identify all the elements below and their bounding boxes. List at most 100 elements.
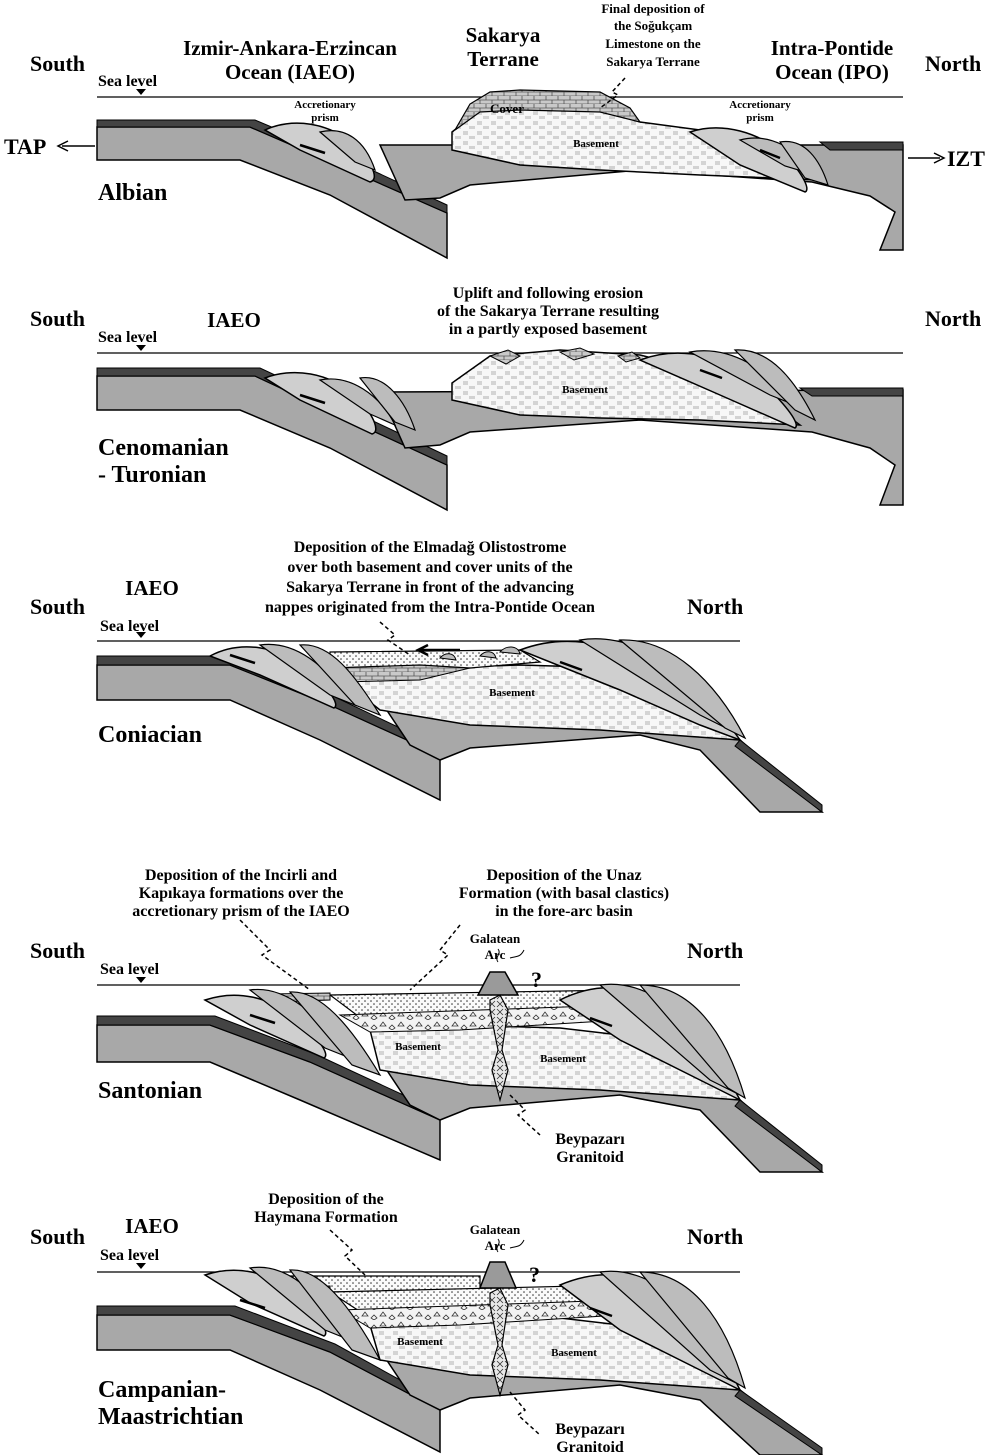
note-line2: over both basement and cover units of th… <box>287 559 572 576</box>
prism-wedge <box>638 984 747 1100</box>
age-label: Albian <box>98 180 167 206</box>
south-label: South <box>30 1224 85 1249</box>
granitoid-line1: Beypazarı <box>555 1131 625 1148</box>
thrust-arrow-icon <box>589 1306 613 1318</box>
prism-wedge <box>618 639 747 740</box>
prism-right-line2: prism <box>746 112 774 124</box>
thrust-arrow-icon <box>759 148 781 160</box>
izt-label: IZT <box>947 146 985 171</box>
note-left-pointer-icon <box>239 919 311 991</box>
sea-level-label: Sea level <box>98 329 158 346</box>
north-label: North <box>687 938 743 963</box>
prism-wedge <box>298 644 382 717</box>
note-line4: Sakarya Terrane <box>606 54 700 69</box>
panel-coniacian: South North Sea level IAEO Deposition of… <box>30 539 824 814</box>
prism-wedge <box>733 349 817 422</box>
eroded-cover-remnant <box>488 347 642 365</box>
age-line2: - Turonian <box>98 462 206 488</box>
ocean-right-line2: Ocean (IPO) <box>775 60 889 84</box>
sea-level-label: Sea level <box>98 73 158 90</box>
note-line2: of the Sakarya Terrane resulting <box>437 303 659 320</box>
basement-left-label: Basement <box>395 1041 441 1053</box>
north-label: North <box>687 1224 743 1249</box>
tap-arrow-icon <box>56 140 95 152</box>
basement-label: Basement <box>489 687 535 699</box>
basement-label: Basement <box>562 384 608 396</box>
prism-left-line1: Accretionary <box>294 99 356 111</box>
question-mark: ? <box>529 1262 540 1287</box>
ocean-left-line1: Izmir-Ankara-Erzincan <box>183 36 397 60</box>
panel-cenomanian-turonian: South North Sea level IAEO Uplift and fo… <box>30 285 981 512</box>
galatean-arc-volcano <box>478 1261 518 1289</box>
sea-level-marker-icon <box>136 345 146 351</box>
arc-line1: Galatean <box>470 931 521 946</box>
olistolith-blocks <box>439 646 521 661</box>
thrust-arrow-icon <box>299 143 326 155</box>
oceanic-crust-north <box>734 1099 823 1174</box>
note-right-line1: Deposition of the Unaz <box>486 867 641 884</box>
note-line4: nappes originated from the Intra-Pontide… <box>265 599 595 616</box>
sakarya-cover <box>454 89 642 131</box>
note-pointer-icon <box>599 77 626 109</box>
oceanic-crust-north <box>734 739 823 814</box>
note-line1: Deposition of the <box>268 1191 384 1208</box>
panel-albian: South North Sea level Izmir-Ankara-Erzin… <box>4 1 985 260</box>
note-left-line1: Deposition of the Incirli and <box>145 867 337 884</box>
note-pointer-icon <box>379 621 411 656</box>
north-label: North <box>925 306 981 331</box>
age-line2: Maastrichtian <box>98 1404 243 1430</box>
thrust-arrow-icon <box>699 368 723 380</box>
prism-wedge <box>358 377 416 432</box>
north-label: North <box>925 51 981 76</box>
ocean-right-line1: Intra-Pontide <box>771 36 894 60</box>
age-line1: Campanian- <box>98 1377 226 1403</box>
oceanic-crust-north <box>818 141 904 151</box>
south-label: South <box>30 306 85 331</box>
arc-pointer-icon <box>496 948 525 963</box>
sea-level-marker-icon <box>136 632 146 638</box>
note-line1: Uplift and following erosion <box>453 285 644 302</box>
galatean-arc-volcano <box>476 971 520 996</box>
ocean-left-label: IAEO <box>125 1214 179 1238</box>
prism-left-line2: prism <box>311 112 339 124</box>
arc-pointer-icon <box>496 1238 525 1253</box>
terrane-line2: Terrane <box>467 47 539 71</box>
note-pointer-icon <box>329 1229 366 1276</box>
note-line3: Limestone on the <box>605 36 701 51</box>
sea-level-marker-icon <box>136 1263 146 1269</box>
prism-wedge <box>288 1269 382 1362</box>
prism-wedge <box>318 378 397 427</box>
prism-wedge <box>318 130 376 172</box>
sea-level-label: Sea level <box>100 1247 160 1264</box>
south-label: South <box>30 594 85 619</box>
question-mark: ? <box>531 967 542 992</box>
prism-wedge <box>638 1271 746 1390</box>
granitoid-line1: Beypazarı <box>555 1421 625 1438</box>
note-line3: in a partly exposed basement <box>449 321 648 338</box>
age-label: Coniacian <box>98 722 202 748</box>
thrust-arrow-icon <box>249 1013 276 1025</box>
arc-line2: Arc <box>485 1238 506 1253</box>
sea-level-label: Sea level <box>100 961 160 978</box>
note-left-line3: accretionary prism of the IAEO <box>132 903 349 920</box>
terrane-line1: Sakarya <box>466 23 541 47</box>
south-label: South <box>30 938 85 963</box>
nappe-advance-arrow-icon <box>415 643 460 657</box>
arc-line1: Galatean <box>470 1222 521 1237</box>
prism-right-line1: Accretionary <box>729 99 791 111</box>
note-line2: the Soğukçam <box>614 18 693 33</box>
arc-line2: Arc <box>485 947 506 962</box>
granitoid-pointer-icon <box>509 1094 541 1136</box>
ocean-left-label: IAEO <box>207 308 261 332</box>
granitoid-line2: Granitoid <box>556 1149 624 1166</box>
note-line2: Haymana Formation <box>254 1209 398 1226</box>
thrust-arrow-icon <box>229 653 256 665</box>
note-right-line2: Formation (with basal clastics) <box>459 885 669 902</box>
note-line3: Sakarya Terrane in front of the advancin… <box>286 579 574 596</box>
ocean-left-label: IAEO <box>125 576 179 600</box>
sea-level-marker-icon <box>136 977 146 983</box>
prism-wedge <box>778 140 829 186</box>
prism-wedge <box>288 991 382 1077</box>
panel-campanian-maastrichtian: South North Sea level IAEO Deposition of… <box>30 1191 824 1455</box>
basal-clastics <box>338 1299 621 1329</box>
